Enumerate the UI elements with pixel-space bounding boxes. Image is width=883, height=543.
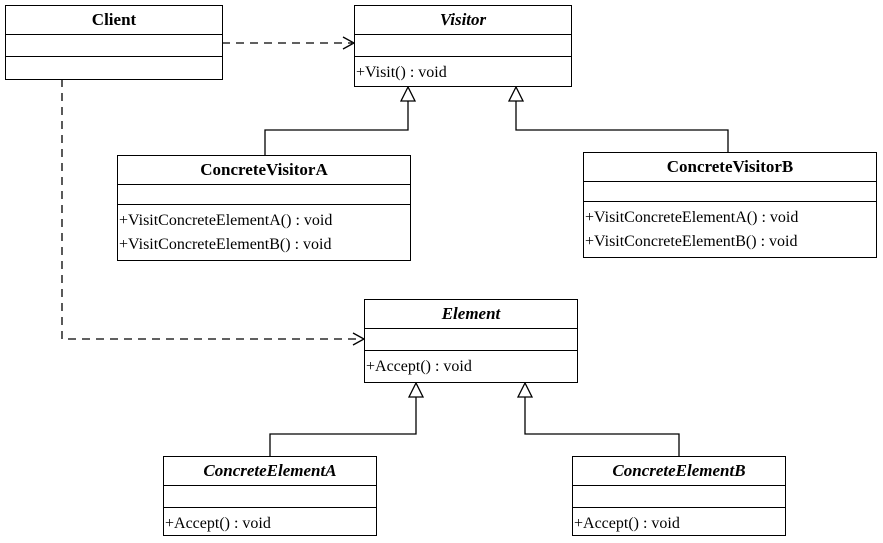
attributes-compartment <box>584 182 876 202</box>
operations-compartment: +Visit() : void <box>355 57 571 85</box>
operation: +VisitConcreteElementB() : void <box>585 233 798 250</box>
dependency-client-element <box>61 79 362 340</box>
attributes-compartment <box>118 185 410 205</box>
class-concrete-element-a[interactable]: ConcreteElementA +Accept() : void <box>163 456 377 536</box>
class-name: Client <box>6 6 222 35</box>
generalization-triangle-visitor-a <box>399 85 417 102</box>
class-name: Element <box>365 300 577 329</box>
operation: +Accept() : void <box>165 515 271 532</box>
operation: +Accept() : void <box>574 515 680 532</box>
operation: +Visit() : void <box>356 64 447 81</box>
attributes-compartment <box>355 35 571 57</box>
class-name: Visitor <box>355 6 571 35</box>
class-visitor[interactable]: Visitor +Visit() : void <box>354 5 572 87</box>
class-name: ConcreteElementB <box>573 457 785 486</box>
attributes-compartment <box>164 486 376 508</box>
class-name: ConcreteElementA <box>164 457 376 486</box>
operation: +VisitConcreteElementA() : void <box>585 209 799 226</box>
class-element[interactable]: Element +Accept() : void <box>364 299 578 383</box>
generalization-visitor-a <box>264 101 409 155</box>
class-concrete-element-b[interactable]: ConcreteElementB +Accept() : void <box>572 456 786 536</box>
operation: +Accept() : void <box>366 358 472 375</box>
attributes-compartment <box>6 35 222 57</box>
generalization-element-b <box>524 397 680 456</box>
generalization-element-a <box>269 397 417 456</box>
operation: +VisitConcreteElementA() : void <box>119 212 333 229</box>
operations-compartment: +Accept() : void <box>573 508 785 536</box>
operations-compartment <box>6 57 222 61</box>
class-name: ConcreteVisitorA <box>118 156 410 185</box>
attributes-compartment <box>573 486 785 508</box>
attributes-compartment <box>365 329 577 351</box>
class-concrete-visitor-b[interactable]: ConcreteVisitorB +VisitConcreteElementA(… <box>583 152 877 258</box>
operations-compartment: +Accept() : void <box>365 351 577 379</box>
generalization-triangle-element-b <box>516 381 534 398</box>
class-concrete-visitor-a[interactable]: ConcreteVisitorA +VisitConcreteElementA(… <box>117 155 411 261</box>
operation: +VisitConcreteElementB() : void <box>119 236 332 253</box>
class-client[interactable]: Client <box>5 5 223 80</box>
generalization-triangle-visitor-b <box>507 85 525 102</box>
generalization-visitor-b <box>515 101 729 152</box>
class-name: ConcreteVisitorB <box>584 153 876 182</box>
operations-compartment: +Accept() : void <box>164 508 376 536</box>
generalization-triangle-element-a <box>407 381 425 398</box>
operations-compartment: +VisitConcreteElementA() : void +VisitCo… <box>118 205 410 257</box>
operations-compartment: +VisitConcreteElementA() : void +VisitCo… <box>584 202 876 254</box>
